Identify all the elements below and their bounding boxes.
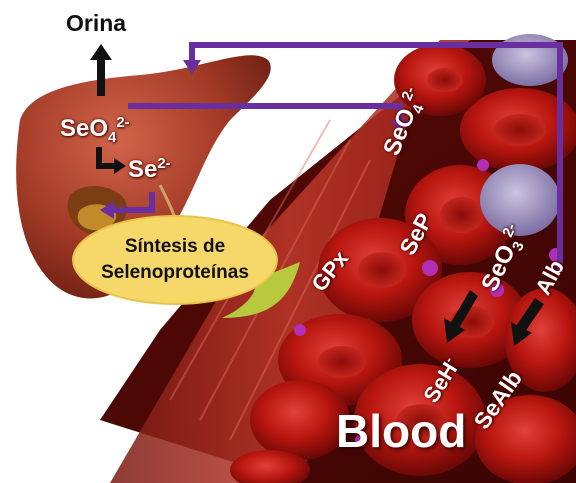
urine-label: Orina bbox=[66, 12, 126, 35]
synthesis-line-2: Selenoproteínas bbox=[101, 260, 249, 286]
blood-label: Blood bbox=[336, 404, 466, 458]
liver-selenate-label: SeO42- bbox=[60, 117, 130, 141]
synthesis-line-1: Síntesis de bbox=[125, 234, 225, 260]
selenide-label: Se2- bbox=[128, 158, 171, 182]
synthesis-text: Síntesis de Selenoproteínas bbox=[74, 216, 276, 304]
